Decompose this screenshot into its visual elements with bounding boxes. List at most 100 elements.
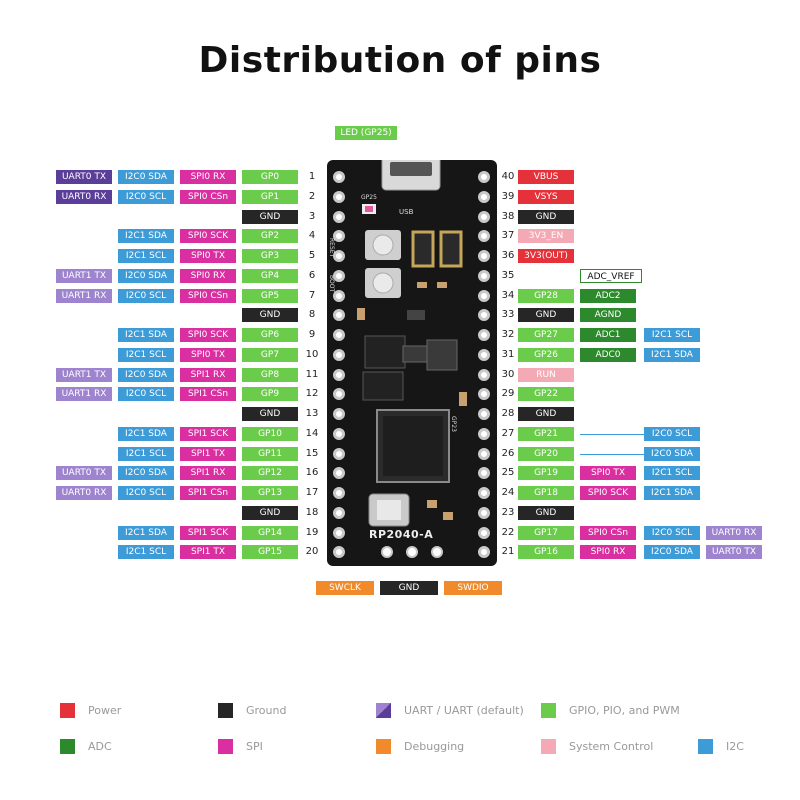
pin-label-pwr: VSYS (518, 190, 574, 204)
header-hole (478, 211, 490, 223)
pin-label-i2c: I2C1 SCL (644, 466, 700, 480)
pin-label-gpio: GP4 (242, 269, 298, 283)
pin-label-spi: SPI0 TX (180, 249, 236, 263)
header-hole (478, 448, 490, 460)
header-hole (333, 349, 345, 361)
pin-label-gpio: GP7 (242, 348, 298, 362)
pin-number: 2 (308, 191, 316, 202)
legend-swatch (60, 703, 75, 718)
header-hole (333, 428, 345, 440)
pin-label-gpio: GP15 (242, 545, 298, 559)
pin-label-i2c: I2C1 SDA (118, 229, 174, 243)
pin-label-gpio: GP5 (242, 289, 298, 303)
header-hole (478, 191, 490, 203)
pin-label-gpio: GP28 (518, 289, 574, 303)
header-hole (478, 546, 490, 558)
pin-number: 31 (501, 349, 515, 360)
legend-label: UART / UART (default) (404, 704, 524, 717)
pin-label-sys: RUN (518, 368, 574, 382)
header-hole (333, 448, 345, 460)
pin-label-i2c: I2C0 SCL (644, 526, 700, 540)
header-hole (333, 329, 345, 341)
pin-number: 9 (308, 329, 316, 340)
pin-label-i2c: I2C1 SCL (644, 328, 700, 342)
pin-label-i2c: I2C0 SCL (118, 387, 174, 401)
legend-label: GPIO, PIO, and PWM (569, 704, 680, 717)
header-hole (478, 309, 490, 321)
debug-pin-label: SWDIO (444, 581, 502, 595)
pin-label-spi: SPI0 CSn (180, 190, 236, 204)
pin-number: 36 (501, 250, 515, 261)
legend-label: I2C (726, 740, 744, 753)
pin-number: 18 (305, 507, 319, 518)
pin-number: 5 (308, 250, 316, 261)
pin-number: 40 (501, 171, 515, 182)
legend-swatch (541, 739, 556, 754)
pin-label-gpio: GP27 (518, 328, 574, 342)
header-hole (478, 230, 490, 242)
pin-label-uart: UART0 TX (56, 170, 112, 184)
rp2040-board: USB GP25 RESET BOOT GP23 RP2040-A (327, 160, 497, 566)
pin-label-gpio: GP26 (518, 348, 574, 362)
pin-number: 28 (501, 408, 515, 419)
pin-label-gpio: GP20 (518, 447, 574, 461)
pin-label-i2c: I2C0 SDA (118, 170, 174, 184)
legend-label: Power (88, 704, 122, 717)
pin-label-i2c: I2C0 SDA (644, 545, 700, 559)
pin-number: 8 (308, 309, 316, 320)
header-hole (478, 369, 490, 381)
header-hole (478, 428, 490, 440)
debug-pin-label: GND (380, 581, 438, 595)
header-hole (333, 369, 345, 381)
pin-label-i2c: I2C0 SCL (644, 427, 700, 441)
pin-number: 35 (501, 270, 515, 281)
pin-label-i2c: I2C0 SDA (118, 466, 174, 480)
pin-number: 25 (501, 467, 515, 478)
pin-label-gpio: GP17 (518, 526, 574, 540)
pin-number: 17 (305, 487, 319, 498)
header-hole (333, 408, 345, 420)
pin-label-gpio: GP10 (242, 427, 298, 441)
board-gp25-text: GP25 (361, 194, 377, 201)
legend-swatch (218, 703, 233, 718)
header-hole (333, 270, 345, 282)
pin-number: 39 (501, 191, 515, 202)
board-gp23-text: GP23 (450, 416, 457, 432)
pin-label-uart2: UART1 RX (56, 289, 112, 303)
pin-label-gpio: GP19 (518, 466, 574, 480)
header-hole (478, 250, 490, 262)
pin-label-i2c: I2C0 SCL (118, 190, 174, 204)
header-hole (333, 388, 345, 400)
header-hole (478, 270, 490, 282)
header-hole (478, 507, 490, 519)
pin-label-gnd: GND (518, 506, 574, 520)
pin-label-i2c: I2C1 SCL (118, 545, 174, 559)
header-hole (333, 467, 345, 479)
legend-swatch (376, 703, 391, 718)
pin-label-gpio: GP2 (242, 229, 298, 243)
debug-pin-label: SWCLK (316, 581, 374, 595)
page-title: Distribution of pins (198, 40, 602, 81)
pin-number: 23 (501, 507, 515, 518)
header-hole (478, 487, 490, 499)
pin-label-uart2: UART1 TX (56, 269, 112, 283)
pin-number: 24 (501, 487, 515, 498)
pin-label-spi: SPI0 RX (580, 545, 636, 559)
pin-number: 7 (308, 290, 316, 301)
pin-label-uart2: UART1 RX (56, 387, 112, 401)
pin-label-gpio: GP6 (242, 328, 298, 342)
pin-label-spi: SPI1 TX (180, 545, 236, 559)
header-hole (333, 527, 345, 539)
legend-label: Debugging (404, 740, 465, 753)
pin-label-spi: SPI1 CSn (180, 486, 236, 500)
pin-label-adc: AGND (580, 308, 636, 322)
header-hole (333, 309, 345, 321)
pin-label-gpio: GP0 (242, 170, 298, 184)
pin-number: 32 (501, 329, 515, 340)
pin-number: 12 (305, 388, 319, 399)
header-hole (478, 527, 490, 539)
legend-swatch (541, 703, 556, 718)
pin-label-spi: SPI1 TX (180, 447, 236, 461)
legend-swatch (698, 739, 713, 754)
pin-label-spi: SPI0 SCK (180, 229, 236, 243)
